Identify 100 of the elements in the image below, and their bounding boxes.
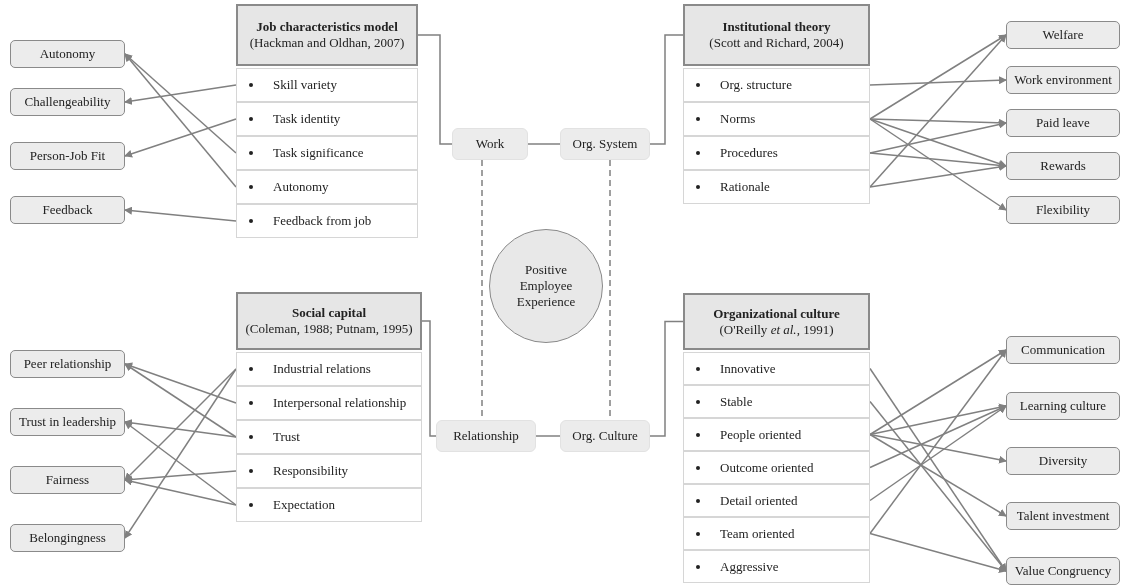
arrow	[124, 477, 237, 506]
label-text: Industrial relations	[273, 361, 371, 377]
arrow	[124, 84, 237, 105]
outcome-box	[1006, 557, 1120, 585]
label-text: Org. Culture	[572, 428, 638, 444]
label-text: Positive Employee Experience	[515, 262, 577, 310]
arrow	[869, 118, 1007, 168]
connector-line	[527, 143, 561, 145]
label-text: Responsibility	[273, 463, 349, 479]
list-row	[236, 68, 418, 102]
arrow	[124, 53, 237, 188]
label-text: Org. structure	[720, 77, 792, 93]
label-text: Autonomy	[273, 179, 329, 195]
citation: (Scott and Richard, 2004)	[709, 35, 844, 51]
label-text: Fairness	[45, 472, 90, 488]
connector-line	[535, 435, 561, 437]
label-text: Relationship	[453, 428, 519, 444]
list-row	[683, 68, 870, 102]
outcome-box	[10, 350, 125, 378]
outcome-box	[10, 524, 125, 552]
category-box	[452, 128, 528, 160]
list-row	[236, 352, 422, 386]
list-row	[236, 454, 422, 488]
arrow	[124, 53, 237, 154]
arrow	[869, 34, 1007, 188]
outcome-box	[1006, 447, 1120, 475]
arrow	[124, 363, 237, 438]
label-text: Work	[475, 136, 505, 152]
label-text: Communication	[1021, 342, 1105, 358]
category-box	[560, 128, 650, 160]
outcome-box	[10, 196, 125, 224]
outcome-box	[1006, 109, 1120, 137]
citation: (O'Reilly et al., 1991)	[719, 321, 834, 338]
outcome-box	[1006, 336, 1120, 364]
arrow	[869, 532, 1007, 573]
list-row	[683, 517, 870, 550]
label-text: Person-Job Fit	[29, 148, 106, 164]
label-text: Detail oriented	[720, 492, 798, 509]
list-row	[683, 170, 870, 204]
list-row	[236, 488, 422, 522]
category-box	[560, 420, 650, 452]
label-text: Flexibility	[1035, 202, 1091, 218]
list-row	[236, 136, 418, 170]
list-row	[683, 102, 870, 136]
label-text: Team oriented	[720, 525, 795, 542]
label-text: Procedures	[720, 145, 778, 161]
arrow	[124, 362, 237, 404]
outcome-box	[10, 408, 125, 436]
arrow	[124, 118, 237, 158]
list-row	[683, 484, 870, 517]
label-text: Work environment	[1014, 72, 1112, 88]
arrow	[869, 349, 1007, 436]
citation: (Coleman, 1988; Putnam, 1995)	[245, 321, 413, 337]
arrow	[869, 118, 1007, 127]
outcome-box	[10, 466, 125, 494]
list-row	[683, 451, 870, 484]
label-text: Feedback	[42, 202, 93, 218]
label-text: Paid leave	[1036, 115, 1090, 131]
label-text: Trust in leadership	[19, 414, 116, 430]
arrow	[869, 76, 1007, 86]
table-header	[236, 292, 422, 350]
arrow	[869, 433, 1007, 517]
arrow	[869, 118, 1007, 211]
list-row	[236, 386, 422, 420]
arrow	[869, 349, 1007, 535]
outcome-box	[1006, 392, 1120, 420]
list-row	[236, 102, 418, 136]
list-row	[683, 418, 870, 451]
outcome-box	[10, 142, 125, 170]
header-title: Job characteristics model	[256, 19, 398, 35]
outcome-box	[10, 88, 125, 116]
outcome-box	[1006, 66, 1120, 94]
label-text: Learning culture	[1019, 398, 1107, 414]
outcome-box	[10, 40, 125, 68]
arrow	[869, 405, 1007, 502]
header-title: Social capital	[292, 305, 366, 321]
label-text: Task identity	[273, 111, 341, 127]
list-row	[236, 204, 418, 238]
label-text: Rewards	[1040, 158, 1086, 174]
arrow	[869, 433, 1007, 464]
label-text: Trust	[273, 429, 300, 445]
arrow	[869, 163, 1007, 188]
label-text: People oriented	[720, 426, 802, 443]
arrow	[124, 206, 237, 222]
list-row	[236, 170, 418, 204]
arrow	[124, 368, 237, 481]
connector-line	[417, 34, 453, 145]
label-text: Value Congruency	[1014, 563, 1112, 579]
citation: (Hackman and Oldhan, 2007)	[249, 35, 405, 51]
label-text: Feedback from job	[273, 213, 372, 229]
label-text: Expectation	[273, 497, 336, 513]
label-text: Rationale	[720, 179, 770, 195]
outcome-box	[1006, 502, 1120, 530]
arrow	[869, 400, 1007, 572]
label-text: Skill variety	[273, 77, 337, 93]
label-text: Diversity	[1038, 453, 1088, 469]
table-header	[236, 4, 418, 66]
arrow	[124, 368, 237, 539]
label-text: Aggressive	[720, 558, 779, 575]
outcome-box	[1006, 196, 1120, 224]
